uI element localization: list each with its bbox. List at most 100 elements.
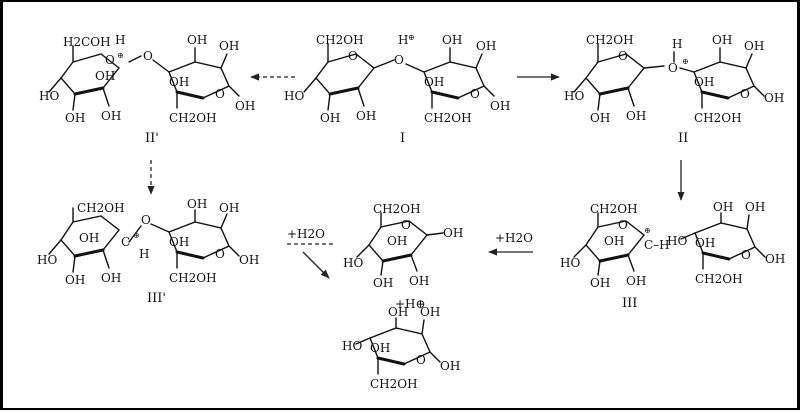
structure-II-prime: O ⊕ H H2COH HO OH OH OH O O OH OH OH CH2… (39, 33, 255, 146)
label-I: I (400, 131, 405, 146)
oh-group: OH (476, 39, 496, 53)
bond-line (475, 53, 483, 69)
ring-oxygen: O (740, 87, 750, 101)
oh-group: HO (667, 234, 687, 248)
oh-group: HO (564, 89, 584, 103)
proton: H (672, 37, 682, 51)
bond-line (429, 351, 441, 363)
oh-group: OH (387, 234, 407, 248)
reagent-proton: +H⊕ (395, 297, 426, 311)
bond-line (73, 248, 105, 258)
oh-group: OH (713, 200, 733, 214)
oh-group: OH (65, 111, 85, 125)
label-III-prime: III' (147, 291, 166, 306)
proton: H (398, 33, 408, 47)
oh-group: OH (235, 99, 255, 113)
label-III: III (622, 296, 637, 311)
bond-line (410, 254, 418, 272)
oh-group: HO (343, 256, 363, 270)
bond-line (745, 53, 753, 69)
ch2oh-group: CH2OH (169, 111, 217, 125)
glucose-middle: O CH2OH OH HO OH OH OH (343, 202, 463, 290)
bond-line (228, 245, 240, 257)
ch2oh-group: CH2OH (695, 272, 743, 286)
oh-group: OH (320, 111, 340, 125)
structure-I: O CH2OH HO OH OH O H ⊕ O OH OH OH CH2OH (284, 33, 510, 146)
oh-group: OH (626, 274, 646, 288)
oh-group: OH (187, 33, 207, 47)
bond-line (72, 93, 76, 111)
oh-group: OH (101, 109, 121, 123)
oh-group: OH (101, 271, 121, 285)
oh-group: HO (342, 339, 362, 353)
bond-line (421, 319, 425, 335)
bond-line (585, 53, 645, 95)
bond-line (598, 253, 630, 263)
ch2oh-group: CH2OH (169, 271, 217, 285)
oh-group: OH (239, 253, 259, 267)
bond-line (430, 90, 460, 100)
ring-oxygen: O (741, 248, 751, 262)
charge: ⊕ (682, 57, 689, 66)
oh-group: OH (712, 33, 732, 47)
oh-group: HO (37, 253, 57, 267)
ring-oxygen: O (401, 218, 411, 232)
oh-group: OH (409, 274, 429, 288)
oh-group: OH (443, 226, 463, 240)
bond-line (746, 214, 750, 230)
bond-line (72, 255, 76, 273)
oh-group: OH (694, 75, 714, 89)
glycosidic-oxygen: O (143, 49, 153, 63)
reaction-scheme: O CH2OH HO OH OH O H ⊕ O OH OH OH CH2OH (37, 33, 785, 391)
bond-line (627, 87, 635, 107)
bond-line (327, 93, 331, 111)
bond-line (228, 85, 240, 97)
ch2oh-group: CH2OH (370, 377, 418, 391)
bond-line (405, 63, 425, 73)
oh-group: OH (219, 201, 239, 215)
glycosidic-oxygen: O (668, 61, 678, 75)
oh-group: OH (604, 234, 624, 248)
bond-line (754, 246, 766, 258)
bond-line (355, 337, 371, 345)
oh-group: OH (442, 33, 462, 47)
h2coh-group: H2COH (63, 35, 111, 49)
oh-group: OH (590, 276, 610, 290)
bond-line (627, 254, 635, 272)
oh-group: OH (440, 359, 460, 373)
bond-line (701, 251, 731, 261)
proton: H (115, 33, 125, 47)
charge: ⊕ (644, 226, 651, 235)
charge: ⊕ (408, 33, 415, 42)
bond-line (597, 260, 601, 276)
ring-oxygen: O (215, 87, 225, 101)
bond-line (315, 53, 375, 95)
oh-group: OH (95, 69, 115, 83)
oh-group: OH (590, 111, 610, 125)
oh-group: HO (560, 256, 580, 270)
bond-line (150, 223, 170, 233)
ring-oxygen: O (618, 49, 628, 63)
structure-III: O CH2OH ⊕ C–H HO OH OH OH III (560, 202, 670, 311)
bond-line (48, 77, 62, 93)
oh-group: OH (490, 99, 510, 113)
bond-line (303, 77, 317, 93)
oh-group: HO (284, 89, 304, 103)
bond-line (700, 90, 730, 100)
charge: ⊕ (133, 231, 140, 240)
oh-group: OH (219, 39, 239, 53)
oh-group: OH (424, 75, 444, 89)
ring-right: O OH OH OH CH2OH OH (423, 33, 510, 125)
bond-line (73, 86, 105, 96)
ring-oxygen: O (348, 49, 358, 63)
charge: ⊕ (117, 51, 124, 60)
glucose-released: O OH OH OH HO CH2OH OH (667, 200, 785, 286)
glycosidic-oxygen: O (394, 53, 404, 67)
bond-line (102, 87, 110, 107)
bond-line (152, 59, 170, 73)
hydrogen: H (139, 247, 149, 261)
bond-line (220, 213, 228, 229)
bond-line (220, 53, 228, 69)
ch2oh-group: CH2OH (590, 202, 638, 216)
bond-line (380, 260, 384, 276)
